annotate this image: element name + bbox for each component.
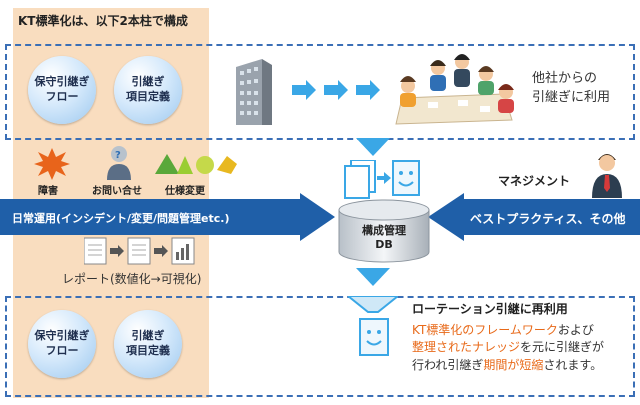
handover-arrows-icon	[292, 80, 380, 100]
inquiry-icon: ?	[107, 146, 131, 180]
line3-a: 行われ引継ぎ	[412, 357, 484, 372]
line2-rest: を元に引継ぎが	[520, 340, 605, 355]
other-company-line2: 引継ぎに利用	[532, 89, 611, 105]
inquiry-label: お問い合せ	[92, 186, 142, 197]
daily-operations-text: 日常運用(インシデント/変更/問題管理etc.)	[12, 212, 230, 225]
funnel-icon	[348, 296, 398, 313]
smiley-bottom-icon	[359, 318, 389, 356]
building-icon	[236, 59, 272, 125]
management-label: マネジメント	[498, 174, 571, 188]
period-shortened-text: 期間が短縮	[483, 357, 544, 372]
spec-change-icon	[155, 154, 237, 174]
line1-rest: および	[557, 323, 594, 337]
maintenance-flow-bubble-bottom: 保守引継ぎ フロー	[28, 310, 96, 378]
handover-items-bubble-top: 引継ぎ 項目定義	[114, 56, 182, 124]
incident-icon	[34, 148, 70, 180]
down-arrow-top-icon	[356, 138, 390, 156]
smiley-doc-icon	[392, 160, 420, 196]
maintenance-flow-bubble-top: 保守引継ぎ フロー	[28, 56, 96, 124]
documents-icon	[344, 160, 376, 199]
report-label: レポート(数値化→可視化)	[62, 272, 202, 286]
handover-items-bubble-bottom: 引継ぎ 項目定義	[114, 310, 182, 378]
cmdb-cylinder	[338, 199, 430, 263]
line3-b: されます。	[543, 357, 603, 372]
other-company-text: 他社からの 引継ぎに利用	[532, 70, 610, 108]
daily-operations-arrow	[0, 193, 335, 241]
management-person-icon	[592, 154, 622, 198]
cmdb-label: 構成管理 DB	[337, 224, 431, 253]
best-practice-arrow	[428, 193, 640, 241]
meeting-people-icon	[395, 54, 514, 125]
framework-text: KT標準化のフレームワーク	[412, 323, 558, 337]
spec-change-label: 仕様変更	[165, 186, 205, 197]
cmdb-label-line1: 構成管理	[362, 224, 406, 237]
report-documents-icon	[84, 237, 195, 265]
svg-text:?: ?	[115, 150, 121, 161]
arrow-to-smiley-icon	[377, 172, 391, 184]
incident-label: 障害	[38, 186, 58, 197]
bottom-description: KT標準化のフレームワークおよび 整理されたナレッジを元に引継ぎが 行われ引継ぎ…	[412, 322, 604, 374]
organized-knowledge-text: 整理されたナレッジ	[412, 340, 521, 355]
down-arrow-db-icon	[356, 268, 390, 286]
page-title: KT標準化は、以下2本柱で構成	[18, 14, 188, 28]
top-panel	[5, 44, 635, 140]
cmdb-label-line2: DB	[375, 238, 393, 252]
best-practice-text: ベストプラクティス、その他	[470, 212, 626, 226]
bottom-panel	[5, 296, 635, 397]
other-company-line1: 他社からの	[532, 71, 598, 86]
rotation-heading: ローテーション引継に再利用	[412, 302, 568, 316]
